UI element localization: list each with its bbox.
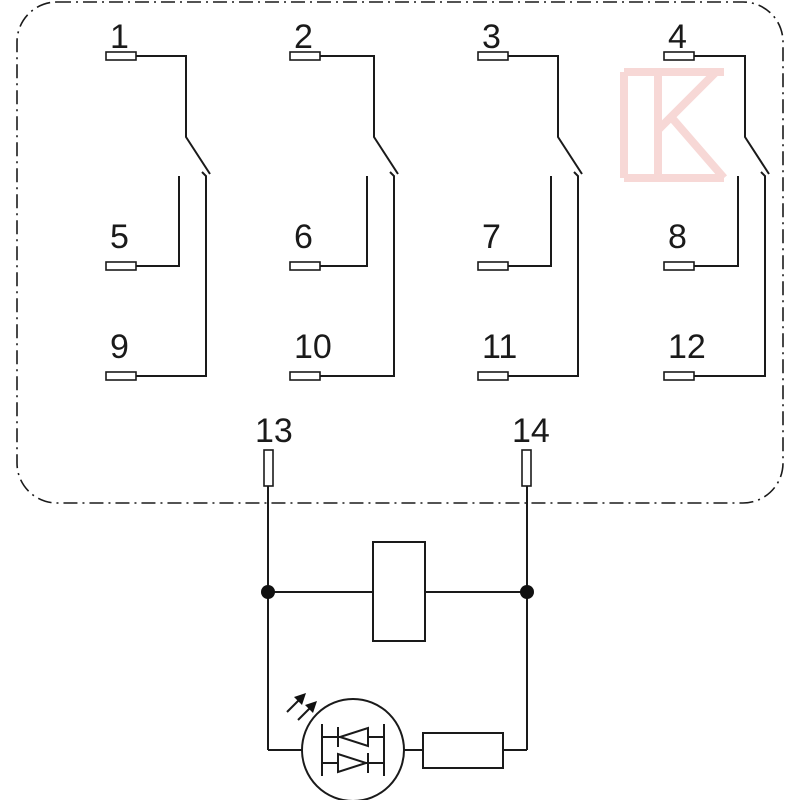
common-contact-wire [694,55,770,175]
terminal-label-1: 1 [110,18,129,56]
terminal-label-9: 9 [110,328,129,366]
contact-group-2: 2 6 10 [289,18,399,381]
terminal-label-4: 4 [668,18,687,56]
relay-housing-frame [16,1,784,504]
coil-circuit: 13 14 [255,412,550,800]
resistor [422,732,504,769]
terminal-label-12: 12 [668,328,706,366]
terminal-label-11: 11 [482,328,517,366]
watermark-logo [620,68,728,182]
nc-contact-wire [508,176,552,267]
no-contact-wire [508,171,579,377]
terminal-pin-7 [477,261,509,271]
terminal-label-6: 6 [294,218,313,256]
terminal-14-pin [521,449,532,487]
terminal-pin-10 [289,371,321,381]
terminal-label-14: 14 [512,412,550,450]
terminal-pin-12 [663,371,695,381]
junction-dot-right [520,585,534,599]
terminal-label-3: 3 [482,18,501,56]
common-contact-wire [320,55,399,175]
terminal-pin-1 [105,51,137,61]
terminal-label-13: 13 [255,412,293,450]
terminal-label-5: 5 [110,218,129,256]
terminal-label-2: 2 [294,18,313,56]
terminal-13-pin [263,449,274,487]
contact-groups: 1 5 9 2 6 10 3 7 11 4 8 12 [105,18,770,381]
led-indicator [301,698,405,800]
terminal-pin-2 [289,51,321,61]
terminal-pin-8 [663,261,695,271]
light-emission-arrows [286,693,317,721]
no-contact-wire [136,171,207,377]
terminal-pin-5 [105,261,137,271]
no-contact-wire [694,171,766,377]
nc-contact-wire [320,176,368,267]
terminal-pin-9 [105,371,137,381]
terminal-pin-11 [477,371,509,381]
no-contact-wire [320,171,395,377]
common-contact-wire [508,55,583,175]
terminal-pin-6 [289,261,321,271]
terminal-label-8: 8 [668,218,687,256]
nc-contact-wire [136,176,180,267]
led-diodes [321,724,385,776]
common-contact-wire [136,55,211,175]
terminal-label-7: 7 [482,218,501,256]
contact-group-3: 3 7 11 [477,18,583,381]
relay-coil [372,541,426,642]
terminal-pin-3 [477,51,509,61]
terminal-pin-4 [663,51,695,61]
nc-contact-wire [694,176,739,267]
contact-group-1: 1 5 9 [105,18,211,381]
junction-dot-left [261,585,275,599]
terminal-label-10: 10 [294,328,332,366]
contact-group-4: 4 8 12 [663,18,770,381]
